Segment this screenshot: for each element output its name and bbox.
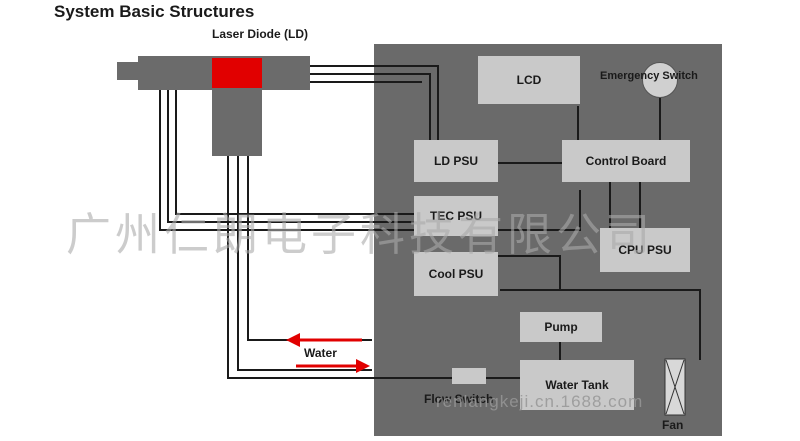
ld-wire-b	[310, 73, 431, 140]
watermark-url: renlangkeji.cn.1688.com	[436, 392, 644, 411]
fan-icon	[664, 358, 686, 416]
watermark-company: 广州仁朗电子科技有限公司	[66, 209, 655, 260]
water-label: Water	[304, 346, 337, 360]
laser-diode-emitter	[212, 58, 262, 88]
coolpsu-pump-link	[498, 255, 561, 290]
flow-switch-label: Flow Switch	[424, 392, 494, 406]
water-tank-label: Water Tank	[545, 378, 609, 392]
laser-diode-connector	[117, 62, 139, 80]
flow-switch-box	[452, 368, 486, 384]
ld-psu-label: LD PSU	[433, 154, 478, 168]
cpu-psu-label: CPU PSU	[618, 243, 672, 257]
water-supply-arrow-head	[356, 359, 370, 373]
tec-wire-outer	[159, 90, 581, 231]
laser-diode-stem	[212, 88, 262, 156]
ld-psu-box: LD PSU	[414, 140, 498, 182]
control-board-box: Control Board	[562, 140, 690, 182]
cpu-psu-box: CPU PSU	[600, 228, 690, 272]
pump-box: Pump	[520, 312, 602, 342]
cool-psu-box: Cool PSU	[414, 252, 498, 296]
emergency-switch-label: Emergency Switch	[600, 70, 698, 82]
lcd-box: LCD	[478, 56, 580, 104]
lcd-label: LCD	[516, 73, 542, 87]
tec-psu-box: TEC PSU	[414, 196, 498, 236]
pump-label: Pump	[544, 320, 578, 334]
tec-wire-inner	[167, 90, 490, 223]
water-tank-box: Water Tank	[520, 360, 634, 410]
fan-label: Fan	[662, 418, 684, 432]
tec-psu-label: TEC PSU	[429, 209, 482, 223]
control-board-label: Control Board	[585, 154, 667, 168]
cool-psu-label: Cool PSU	[428, 267, 484, 281]
water-return-arrow-head	[286, 333, 300, 347]
water-flow-arrows	[286, 333, 370, 373]
tec-wire-inner2	[175, 90, 414, 215]
laser-diode-label: Laser Diode (LD)	[212, 27, 309, 41]
emergency-switch-button	[642, 62, 678, 98]
ld-wire-a	[310, 65, 439, 140]
water-out-line	[227, 156, 372, 379]
cooling-loop-top	[500, 289, 701, 360]
water-out-line-2	[237, 156, 372, 371]
diagram-title: System Basic Structures	[54, 2, 255, 21]
